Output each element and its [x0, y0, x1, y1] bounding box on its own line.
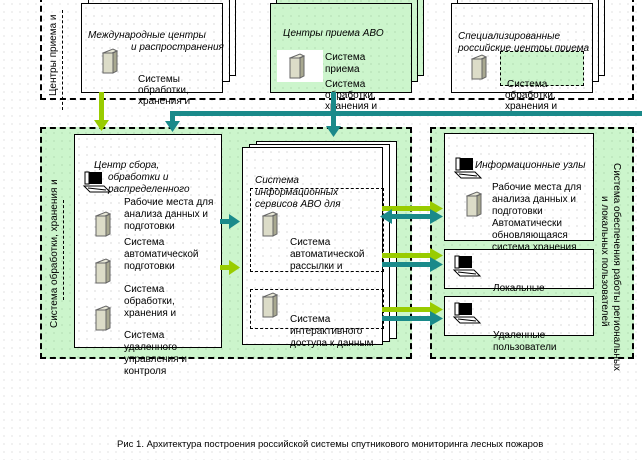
center-title-2: обработки и — [108, 172, 169, 183]
specialized-title-2: российские центры приема — [458, 43, 590, 54]
avo-system2-1: Система — [325, 79, 366, 90]
interactive-3: доступа к данным — [290, 338, 374, 349]
workstation-icon — [82, 170, 112, 196]
dashed-divider — [63, 200, 64, 300]
local-users-1: Локальные — [493, 283, 545, 294]
specialized-system-3: хранения и — [505, 101, 558, 112]
international-title-2: и распространения — [131, 42, 224, 53]
international-title-1: Международные центры — [88, 30, 206, 41]
server-icon — [465, 190, 483, 218]
center-item2-1: Система — [124, 237, 165, 248]
arrow-international-to-center — [94, 92, 109, 131]
center-item1-2: анализа данных и — [124, 209, 208, 220]
arrows-local-users — [382, 248, 443, 272]
avo-centers-box — [270, 3, 412, 93]
auto-distribution-box — [250, 188, 384, 272]
auto-dist-3: рассылки и — [290, 261, 343, 272]
auto-dist-1: Система — [290, 237, 331, 248]
local-users-box — [444, 249, 594, 289]
international-system-1: Системы — [138, 74, 180, 85]
arrow-center-to-info-teal — [220, 214, 240, 229]
dashed-divider — [62, 10, 63, 110]
center-item2-2: автоматической — [124, 249, 199, 260]
server-icon — [94, 257, 112, 285]
center-item4-4: контроля — [124, 366, 167, 377]
avo-system1-2: приема — [325, 64, 360, 75]
specialized-system-1: Система — [507, 79, 548, 90]
arrow-teal-feed — [165, 111, 642, 132]
server-icon — [288, 52, 306, 80]
center-title-3: распределенного — [108, 184, 190, 195]
info-nodes-item2-3: система хранения — [492, 242, 577, 253]
center-item4-1: Система — [124, 330, 165, 341]
international-system-2: обработки, — [138, 85, 189, 96]
remote-users-1: Удаленные — [493, 330, 546, 341]
info-nodes-box — [444, 133, 594, 241]
arrow-avo-to-info — [326, 92, 341, 137]
center-item1-1: Рабочие места для — [124, 197, 214, 208]
remote-users-box — [444, 296, 594, 336]
center-item1-3: подготовки — [124, 221, 175, 232]
info-system-title-3: сервисов АВО для — [255, 199, 341, 210]
info-nodes-item1-3: подготовки — [492, 206, 543, 217]
workstation-icon — [453, 156, 483, 182]
server-icon — [94, 210, 112, 238]
international-centers-box — [81, 3, 223, 93]
remote-users-2: пользователи — [493, 342, 557, 353]
center-item4-2: удаленного — [124, 342, 178, 353]
info-services-box — [242, 147, 383, 345]
server-icon — [94, 304, 112, 332]
center-title-1: Центр сбора, — [94, 160, 160, 171]
center-item3-1: Система — [124, 284, 165, 295]
center-item2-3: подготовки — [124, 261, 175, 272]
info-nodes-item1-2: анализа данных и — [492, 194, 576, 205]
center-item4-3: управления и — [124, 354, 187, 365]
avo-system2-3: хранения и — [325, 101, 378, 112]
server-icon — [261, 291, 279, 319]
info-nodes-item2-2: обновляющаяся — [492, 230, 568, 241]
info-system-title-1: Система — [255, 175, 299, 186]
center-item3-3: хранения и — [124, 308, 177, 319]
interactive-2: интерактивного — [290, 326, 363, 337]
receiving-centers-group — [40, 0, 634, 100]
interactive-1: Система — [290, 314, 331, 325]
info-system-title-2: информационных — [255, 187, 339, 198]
server-icon — [470, 53, 488, 81]
server-icon — [101, 47, 119, 75]
info-nodes-item2-1: Автоматически — [492, 218, 562, 229]
workstation-icon — [452, 301, 482, 327]
center-item3-2: обработки, — [124, 296, 175, 307]
specialized-system-2: обработки, — [505, 90, 556, 101]
info-nodes-title: Информационные узлы — [475, 160, 586, 171]
avo-system2-2: обработки, — [325, 90, 376, 101]
auto-dist-2: автоматической — [290, 249, 365, 260]
figure-caption: Рис 1. Архитектура построения российской… — [117, 439, 544, 450]
specialized-title-1: Специализированные — [458, 31, 561, 42]
international-system-3: хранения и — [138, 96, 191, 107]
info-nodes-item1-1: Рабочие места для — [492, 182, 582, 193]
workstation-icon — [452, 254, 482, 280]
avo-centers-title: Центры приема АВО — [283, 28, 384, 39]
avo-system1-1: Система — [325, 52, 366, 63]
arrows-info-nodes — [380, 201, 443, 224]
arrows-remote-users — [382, 302, 443, 326]
server-icon — [261, 210, 279, 238]
specialized-system-box — [500, 51, 584, 86]
arrow-center-to-info-lime — [220, 260, 240, 275]
